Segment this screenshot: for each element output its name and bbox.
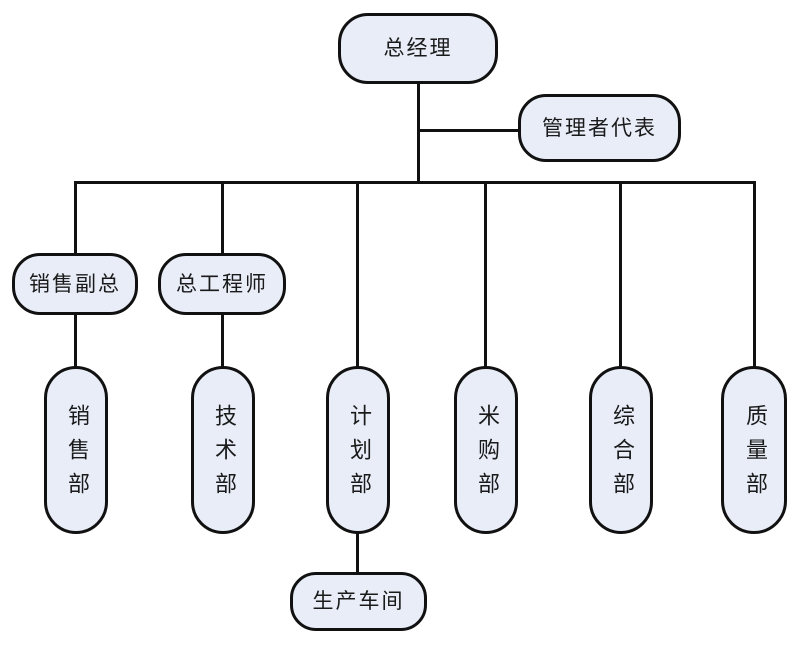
node-planning-dept-label: 计划部 [346, 404, 371, 506]
connector-drop-general-affairs-dept [619, 181, 622, 368]
node-tech-dept-label: 技术部 [211, 404, 236, 506]
node-general-affairs-dept: 综合部 [589, 366, 653, 534]
node-general-manager: 总经理 [338, 13, 498, 84]
node-quality-dept-label: 质量部 [742, 404, 767, 506]
node-general-manager-label: 总经理 [383, 36, 453, 60]
node-tech-dept: 技术部 [191, 366, 255, 534]
connector-planning-to-workshop [356, 532, 359, 573]
node-sales-dept-label: 销售部 [64, 404, 89, 506]
node-production-workshop: 生产车间 [290, 572, 427, 631]
connector-drop-sales-vp [74, 181, 77, 255]
connector-drop-planning-dept [356, 181, 359, 368]
connector-spur-management-rep [417, 129, 521, 132]
connector-sales-vp-to-sales-dept [74, 313, 77, 368]
connector-trunk-gm [417, 83, 420, 183]
node-chief-engineer: 总工程师 [158, 253, 286, 315]
node-sales-vp-label: 销售副总 [29, 271, 121, 296]
node-management-rep-label: 管理者代表 [542, 115, 657, 140]
node-purchasing-dept: 米购部 [454, 366, 518, 534]
node-production-workshop-label: 生产车间 [312, 589, 405, 613]
connector-bus [74, 181, 756, 184]
node-sales-dept: 销售部 [44, 366, 108, 534]
connector-drop-purchasing-dept [484, 181, 487, 368]
node-general-affairs-dept-label: 综合部 [609, 404, 634, 506]
connector-chief-engineer-to-tech-dept [221, 313, 224, 368]
node-chief-engineer-label: 总工程师 [176, 271, 268, 296]
connector-drop-quality-dept [753, 181, 756, 368]
node-management-rep: 管理者代表 [518, 94, 681, 162]
node-sales-vp: 销售副总 [12, 253, 138, 315]
node-purchasing-dept-label: 米购部 [474, 404, 499, 506]
node-planning-dept: 计划部 [326, 366, 390, 534]
connector-drop-chief-engineer [221, 181, 224, 255]
node-quality-dept: 质量部 [721, 366, 787, 534]
